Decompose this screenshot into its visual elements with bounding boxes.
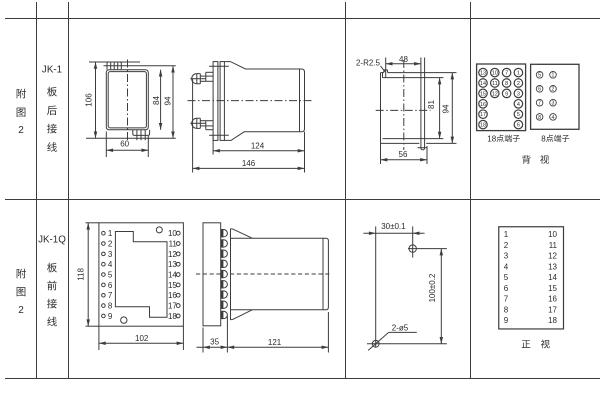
svg-text:4: 4 (504, 262, 509, 271)
svg-text:48: 48 (399, 55, 408, 64)
svg-text:9: 9 (504, 316, 509, 325)
svg-text:3: 3 (108, 250, 113, 259)
svg-text:2: 2 (517, 81, 520, 87)
svg-text:5: 5 (504, 273, 509, 282)
svg-text:121: 121 (268, 338, 282, 347)
svg-text:9: 9 (108, 312, 113, 321)
svg-text:18: 18 (168, 312, 177, 321)
svg-text:10: 10 (168, 229, 177, 238)
svg-text:84: 84 (152, 96, 161, 105)
svg-text:5: 5 (517, 112, 520, 118)
svg-text:2: 2 (552, 87, 555, 93)
svg-text:17: 17 (480, 112, 486, 118)
svg-text:2-R2.5: 2-R2.5 (356, 59, 381, 68)
svg-text:18: 18 (487, 134, 496, 143)
svg-text:11: 11 (492, 81, 498, 87)
svg-text:16: 16 (480, 102, 486, 108)
svg-text:35: 35 (210, 338, 219, 347)
svg-text:11: 11 (169, 240, 178, 249)
svg-text:30±0.1: 30±0.1 (381, 222, 406, 231)
svg-text:124: 124 (251, 141, 265, 150)
svg-text:4: 4 (517, 102, 520, 108)
svg-text:60: 60 (120, 140, 129, 149)
svg-text:118: 118 (76, 267, 85, 280)
svg-text:8: 8 (108, 302, 113, 311)
svg-text:15: 15 (480, 91, 486, 97)
svg-text:15: 15 (168, 281, 177, 290)
svg-text:7: 7 (108, 291, 113, 300)
svg-text:12: 12 (548, 252, 557, 261)
svg-text:11: 11 (549, 241, 558, 250)
svg-text:2-ø5: 2-ø5 (392, 323, 409, 332)
svg-text:13: 13 (480, 71, 486, 77)
svg-text:16: 16 (168, 291, 177, 300)
svg-text:146: 146 (242, 159, 256, 168)
svg-text:102: 102 (135, 334, 149, 343)
svg-text:18: 18 (480, 123, 486, 129)
svg-text:7: 7 (538, 101, 541, 107)
svg-text:14: 14 (480, 81, 486, 87)
svg-text:1: 1 (517, 71, 520, 77)
svg-text:12: 12 (168, 250, 177, 259)
svg-text:2: 2 (18, 125, 24, 136)
svg-text:1: 1 (552, 73, 555, 79)
svg-text:17: 17 (168, 302, 177, 311)
svg-text:JK-1: JK-1 (42, 65, 62, 76)
svg-text:2: 2 (504, 241, 509, 250)
svg-text:8: 8 (541, 134, 546, 143)
svg-text:2: 2 (18, 305, 24, 316)
svg-text:10: 10 (548, 230, 557, 239)
svg-text:4: 4 (552, 115, 555, 121)
svg-text:8: 8 (505, 81, 508, 87)
svg-text:14: 14 (548, 273, 557, 282)
svg-text:100±0.2: 100±0.2 (428, 273, 437, 302)
svg-text:3: 3 (517, 91, 520, 97)
svg-text:13: 13 (548, 262, 557, 271)
svg-text:5: 5 (108, 271, 113, 280)
svg-text:8: 8 (504, 305, 509, 314)
svg-text:8: 8 (538, 115, 541, 121)
svg-text:56: 56 (399, 150, 408, 159)
svg-text:94: 94 (442, 104, 451, 113)
svg-text:9: 9 (505, 91, 508, 97)
svg-text:5: 5 (538, 73, 541, 79)
svg-text:2: 2 (108, 240, 113, 249)
svg-text:18: 18 (548, 316, 557, 325)
svg-text:94: 94 (164, 96, 173, 105)
svg-text:12: 12 (492, 91, 498, 97)
svg-text:6: 6 (517, 123, 520, 129)
svg-text:81: 81 (427, 100, 436, 109)
svg-text:10: 10 (492, 71, 498, 77)
svg-text:16: 16 (548, 295, 557, 304)
svg-text:6: 6 (538, 87, 541, 93)
svg-text:3: 3 (504, 252, 509, 261)
svg-text:106: 106 (84, 93, 93, 107)
svg-text:JK-1Q: JK-1Q (38, 235, 66, 246)
svg-text:3: 3 (552, 101, 555, 107)
svg-text:1: 1 (504, 230, 509, 239)
svg-text:17: 17 (548, 305, 557, 314)
svg-text:4: 4 (108, 260, 113, 269)
svg-text:15: 15 (548, 284, 557, 293)
svg-text:13: 13 (168, 260, 177, 269)
svg-text:1: 1 (108, 229, 113, 238)
svg-text:6: 6 (504, 284, 509, 293)
svg-text:7: 7 (505, 71, 508, 77)
svg-text:6: 6 (108, 281, 113, 290)
svg-text:14: 14 (168, 271, 177, 280)
svg-text:7: 7 (504, 295, 509, 304)
